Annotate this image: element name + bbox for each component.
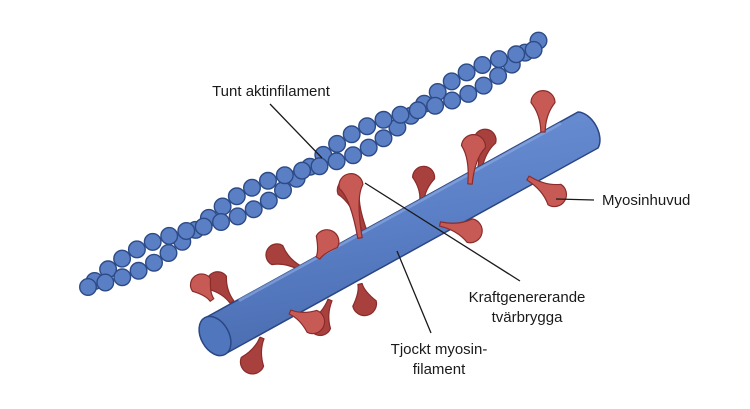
label-crossbridge-line2: tvärbrygga bbox=[492, 309, 564, 326]
actin-bead bbox=[328, 134, 347, 153]
actin-bead bbox=[259, 171, 278, 190]
label-thick-filament-line1: Tjockt myosin- bbox=[391, 341, 488, 358]
actin-bead bbox=[327, 152, 346, 171]
actin-bead bbox=[342, 125, 361, 144]
myosin-head bbox=[438, 218, 483, 244]
myosin-head-back bbox=[412, 165, 436, 201]
thick-myosin-filament bbox=[198, 111, 601, 357]
label-thin-actin: Tunt aktinfilament bbox=[212, 83, 331, 100]
actin-bead bbox=[259, 191, 278, 210]
myosin-head bbox=[315, 229, 340, 260]
actin-bead bbox=[457, 63, 476, 82]
myosin-head bbox=[338, 173, 364, 239]
actin-bead bbox=[194, 217, 213, 236]
actin-bead bbox=[474, 76, 493, 95]
myosin-heads-front bbox=[189, 90, 567, 335]
actin-bead bbox=[344, 146, 363, 165]
label-crossbridge-line1: Kraftgenererande bbox=[469, 289, 586, 306]
thick-filament-end-cap bbox=[198, 315, 232, 357]
actin-bead bbox=[489, 66, 508, 85]
actin-bead bbox=[228, 207, 247, 226]
actin-bead bbox=[293, 161, 312, 180]
actin-bead bbox=[426, 96, 445, 115]
myosin-head bbox=[189, 273, 215, 302]
label-myosin-head: Myosinhuvud bbox=[602, 192, 690, 209]
leader-line-crossbridge bbox=[364, 182, 521, 282]
actin-bead bbox=[129, 261, 148, 280]
actin-bead bbox=[113, 268, 132, 287]
actin-bead bbox=[359, 138, 378, 157]
actin-bead bbox=[358, 117, 377, 136]
actin-bead bbox=[144, 253, 163, 272]
myosin-head-back bbox=[265, 243, 302, 271]
myosin-head-back bbox=[206, 271, 235, 304]
myosin-head-back bbox=[239, 336, 265, 375]
actin-bead bbox=[391, 105, 410, 124]
actin-bead bbox=[442, 72, 461, 91]
thin-actin-filament bbox=[78, 31, 548, 297]
actin-bead bbox=[127, 240, 146, 259]
actin-bead bbox=[227, 187, 246, 206]
myosin-head-back bbox=[352, 282, 378, 317]
leader-line-thick-filament bbox=[396, 250, 432, 334]
thick-filament-body bbox=[203, 111, 601, 356]
label-thick-filament-line2: filament bbox=[413, 361, 466, 378]
leader-line-actin bbox=[269, 103, 323, 159]
myosin-head bbox=[460, 134, 487, 185]
actin-bead bbox=[490, 50, 509, 69]
myosin-head bbox=[526, 175, 567, 208]
actin-bead bbox=[159, 243, 178, 262]
actin-bead bbox=[160, 226, 179, 245]
actin-bead bbox=[408, 101, 427, 120]
actin-bead bbox=[78, 278, 97, 297]
actin-bead bbox=[113, 249, 132, 268]
actin-bead bbox=[242, 178, 261, 197]
actin-bead bbox=[213, 197, 232, 216]
actin-bead bbox=[275, 166, 294, 185]
actin-bead bbox=[507, 45, 526, 64]
actin-bead bbox=[374, 110, 393, 129]
myosin-head bbox=[288, 309, 326, 335]
actin-bead bbox=[211, 212, 230, 231]
leader-line-myosin-head bbox=[555, 198, 595, 201]
actin-bead bbox=[459, 84, 478, 103]
actin-bead bbox=[374, 129, 393, 148]
actin-bead bbox=[473, 56, 492, 75]
actin-bead bbox=[443, 91, 462, 110]
actin-bead bbox=[96, 273, 115, 292]
actin-bead bbox=[244, 200, 263, 219]
myosin-head bbox=[530, 90, 556, 133]
actin-bead bbox=[177, 221, 196, 240]
actin-bead bbox=[524, 40, 543, 59]
actin-bead bbox=[274, 181, 293, 200]
thick-filament-highlight bbox=[238, 122, 562, 302]
actin-bead bbox=[143, 232, 162, 251]
leader-lines bbox=[269, 103, 595, 334]
actin-bead bbox=[310, 157, 329, 176]
